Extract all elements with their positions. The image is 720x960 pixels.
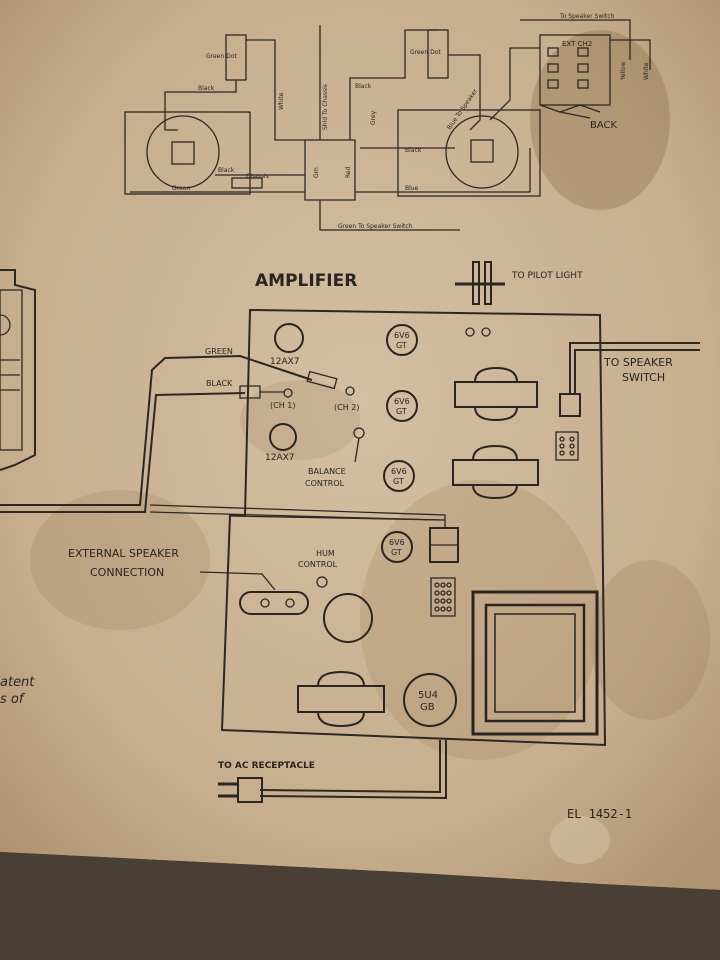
label-black-right: Black	[405, 147, 422, 154]
left-speaker-icon	[146, 115, 220, 189]
label-ch1: (CH 1)	[270, 401, 295, 410]
label-6v6-a-2: GT	[396, 341, 407, 350]
label-yellow: Yellow	[620, 61, 627, 81]
tube-12ax7-bottom	[269, 423, 297, 451]
socket-grid-right	[555, 431, 579, 461]
partial-device-left	[0, 269, 36, 471]
label-ext-speaker-2: CONNECTION	[90, 566, 164, 579]
power-transformer	[471, 590, 599, 736]
socket-grid-center	[430, 577, 456, 617]
tube-12ax7-top	[274, 323, 304, 353]
green-wire	[0, 354, 313, 506]
tube-6v6-b	[386, 390, 418, 422]
label-ext-speaker-1: EXTERNAL SPEAKER	[68, 547, 179, 560]
speaker-switch-cable	[569, 342, 700, 395]
label-switch: SWITCH	[622, 371, 665, 384]
label-6v6-b-1: 6V6	[394, 397, 410, 406]
hum-control-knob	[316, 576, 328, 588]
tube-5u4	[403, 673, 457, 727]
label-6v6-c-2: GT	[393, 477, 404, 486]
label-white: White	[278, 92, 285, 110]
label-blue: Blue	[405, 185, 419, 192]
ac-cord	[259, 740, 441, 794]
speaker-switch-block	[539, 34, 611, 106]
label-12ax7-top: 12AX7	[270, 357, 300, 367]
label-back: BACK	[590, 120, 618, 131]
label-hum-1: HUM	[316, 549, 335, 558]
speaker-schematic: Green Dot Green Dot Black Black Black Bl…	[124, 13, 651, 231]
label-6v6-d-2: GT	[391, 548, 402, 557]
label-6v6-b-2: GT	[396, 407, 407, 416]
label-green-wire: GREEN	[205, 347, 233, 356]
label-grn: Grn	[313, 167, 320, 178]
wood-edge	[0, 852, 720, 960]
label-to-speaker-switch-top: To Speaker Switch	[559, 13, 615, 20]
margin-text-2: s of	[0, 692, 26, 707]
label-hum-2: CONTROL	[298, 560, 338, 569]
label-black-mid: Black	[355, 83, 372, 90]
right-speaker-icon	[445, 115, 519, 189]
capacitor-can	[323, 593, 373, 643]
label-black-wire: BLACK	[206, 379, 233, 388]
label-ext-ch2: EXT CH2	[562, 40, 592, 48]
label-green: Green	[172, 185, 190, 192]
amplifier-title: AMPLIFIER	[255, 271, 357, 291]
label-6v6-a-1: 6V6	[394, 331, 410, 340]
water-stains	[30, 30, 710, 864]
label-green-dot-right: Green Dot	[410, 49, 441, 56]
paper-sheet	[0, 0, 720, 890]
transformer-top	[454, 366, 538, 422]
label-12ax7-bottom: 12AX7	[265, 453, 295, 463]
margin-text-1: atent	[0, 675, 35, 690]
speaker-switch-plug	[559, 393, 581, 417]
label-red: Red	[345, 166, 352, 178]
label-ch2: (CH 2)	[334, 403, 359, 412]
label-balance-1: BALANCE	[308, 467, 346, 476]
label-5u4-1: 5U4	[418, 690, 438, 701]
tube-6v6-a	[386, 324, 418, 356]
external-speaker-jack	[239, 591, 309, 615]
label-5u4-2: GB	[420, 702, 435, 713]
label-green-dot-left: Green Dot	[206, 53, 237, 60]
label-black-left: Black	[198, 85, 215, 92]
pilot-light-connector	[455, 261, 505, 305]
filter-choke	[297, 670, 385, 728]
ac-plug	[237, 777, 263, 803]
label-to-speaker: TO SPEAKER	[603, 356, 673, 369]
left-speaker-frame	[124, 111, 251, 195]
label-shield-to-chassis: Shld To Chassis	[322, 84, 329, 130]
part-number: EL 1452-1	[567, 807, 632, 821]
right-speaker-frame	[397, 109, 541, 197]
label-6v6-d-1: 6V6	[389, 538, 405, 547]
tube-6v6-d	[381, 531, 413, 563]
label-6v6-c-1: 6V6	[391, 467, 407, 476]
label-black-lower: Black	[218, 167, 235, 174]
label-balance-2: CONTROL	[305, 479, 345, 488]
label-white-right: White	[643, 62, 650, 80]
label-to-ac: TO AC RECEPTACLE	[218, 761, 315, 771]
black-wire	[0, 392, 246, 513]
label-to-pilot-light: TO PILOT LIGHT	[511, 271, 583, 281]
label-grey: Grey	[370, 110, 377, 125]
amplifier-section: AMPLIFIER TO PILOT LIGHT GREEN BLACK 12A…	[0, 261, 700, 821]
label-chassis: Chassis	[246, 173, 269, 180]
label-green-to-speaker-switch: Green To Speaker Switch	[338, 223, 413, 230]
transformer-middle	[452, 444, 539, 500]
tube-6v6-c	[383, 460, 415, 492]
